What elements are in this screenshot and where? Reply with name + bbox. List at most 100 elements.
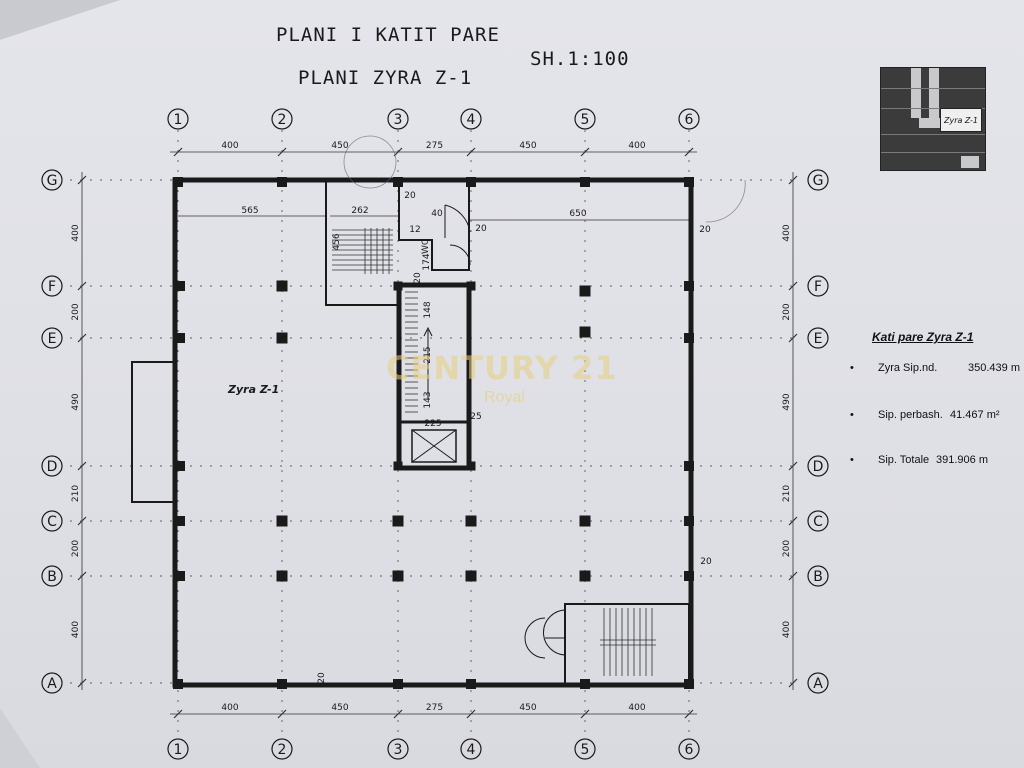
grid-bubble-label: 6 (685, 742, 694, 758)
sheet-subtitle: PLANI ZYRA Z-1 (298, 67, 473, 89)
grid-bubble: A (807, 672, 829, 694)
dimension-text: 20 (475, 224, 487, 234)
structural-column (175, 281, 185, 291)
grid-bubble-label: D (813, 459, 824, 475)
grid-bubble-label: B (813, 569, 823, 585)
dimension-tick (173, 147, 183, 157)
dimension-text: 450 (331, 141, 348, 151)
structural-column (684, 461, 694, 471)
dimension-text: 25 (470, 412, 481, 422)
grid-bubble: 2 (271, 108, 293, 130)
structural-column (579, 570, 591, 582)
structural-column (465, 570, 477, 582)
keyplan-line-1 (881, 88, 985, 89)
dimension-tick (77, 461, 87, 471)
grid-bubble: 3 (387, 108, 409, 130)
keyplan-zone: Zyra Z-1 (940, 108, 982, 132)
grid-bubble-label: 3 (394, 742, 403, 758)
keyplan-line-2 (881, 108, 985, 109)
structural-column (579, 326, 591, 338)
dimension-text: 400 (782, 224, 792, 241)
dimension-tick (77, 281, 87, 291)
grid-bubble: E (41, 327, 63, 349)
dimension-text: 200 (71, 303, 81, 320)
grid-bubble-label: F (814, 279, 822, 295)
dimension-text: 400 (221, 141, 238, 151)
dimension-text: 275 (426, 703, 443, 713)
structural-column (276, 332, 288, 344)
structural-column (393, 281, 403, 291)
grid-bubble: 3 (387, 738, 409, 760)
structural-column (173, 679, 183, 689)
dimension-tick (788, 175, 798, 185)
dimension-text: 565 (241, 206, 258, 216)
scale-label: SH.1:100 (530, 48, 630, 70)
watermark-sub: Royal (484, 389, 525, 406)
grid-bubble-label: E (814, 331, 823, 347)
grid-bubble-label: A (813, 676, 823, 692)
grid-bubble: 1 (167, 738, 189, 760)
structural-column (173, 177, 183, 187)
sheet-title: PLANI I KATIT PARE (276, 24, 500, 46)
dimension-tick (77, 333, 87, 343)
structural-column (579, 515, 591, 527)
room-label: Zyra Z-1 (227, 383, 279, 396)
dimension-text: 490 (782, 393, 792, 410)
structural-column (392, 515, 404, 527)
legend-label: Zyra Sip.nd. (878, 362, 938, 374)
dimension-text: 400 (71, 621, 81, 638)
dimension-text: 400 (628, 703, 645, 713)
dimension-text: 148 (423, 301, 433, 318)
wc-door-swing (444, 204, 471, 233)
dimension-text: 400 (782, 621, 792, 638)
structural-column (466, 177, 476, 187)
paper-fold-bottom-left (0, 708, 40, 768)
dimension-text: 174 (422, 253, 432, 270)
grid-bubble: F (41, 275, 63, 297)
grid-bubble: B (41, 565, 63, 587)
grid-bubble: G (41, 169, 63, 191)
structural-column (175, 571, 185, 581)
stair-core-wall (396, 282, 472, 471)
structural-column (466, 281, 476, 291)
grid-bubble: F (807, 275, 829, 297)
grid-bubble-label: G (47, 173, 58, 189)
bay-window (131, 361, 176, 503)
structural-column (466, 461, 476, 471)
bullet-icon: • (850, 454, 854, 466)
legend-value: 350.439 m (968, 362, 1020, 374)
core-arrowhead (423, 326, 433, 337)
wc-label: WC (421, 239, 431, 254)
structural-column (276, 280, 288, 292)
structural-column (684, 281, 694, 291)
structural-column (580, 177, 590, 187)
structural-column (684, 177, 694, 187)
structural-column (175, 333, 185, 343)
dimension-text: 20 (404, 191, 416, 201)
dimension-tick (466, 709, 476, 719)
structural-column (277, 679, 287, 689)
grid-bubble: B (807, 565, 829, 587)
dimension-tick (77, 175, 87, 185)
grid-bubble: C (41, 510, 63, 532)
paper-fold-top-left (0, 0, 120, 40)
watermark-logo: CENTURY 21 (386, 349, 618, 387)
dimension-text: 12 (409, 225, 420, 235)
keyplan-line-4 (881, 152, 985, 153)
bullet-icon: • (850, 409, 854, 421)
grid-bubble-label: 6 (685, 112, 694, 128)
structural-column (276, 570, 288, 582)
grid-bubble-label: 5 (581, 742, 590, 758)
dimension-text: 400 (221, 703, 238, 713)
dimension-tick (466, 147, 476, 157)
structural-column (392, 570, 404, 582)
grid-bubble: G (807, 169, 829, 191)
grid-bubble: D (807, 455, 829, 477)
dimension-text: 456 (332, 233, 342, 250)
elevator-x2 (411, 429, 457, 463)
dimension-tick (277, 709, 287, 719)
grid-bubble-label: G (813, 173, 824, 189)
grid-bubble: 6 (678, 108, 700, 130)
